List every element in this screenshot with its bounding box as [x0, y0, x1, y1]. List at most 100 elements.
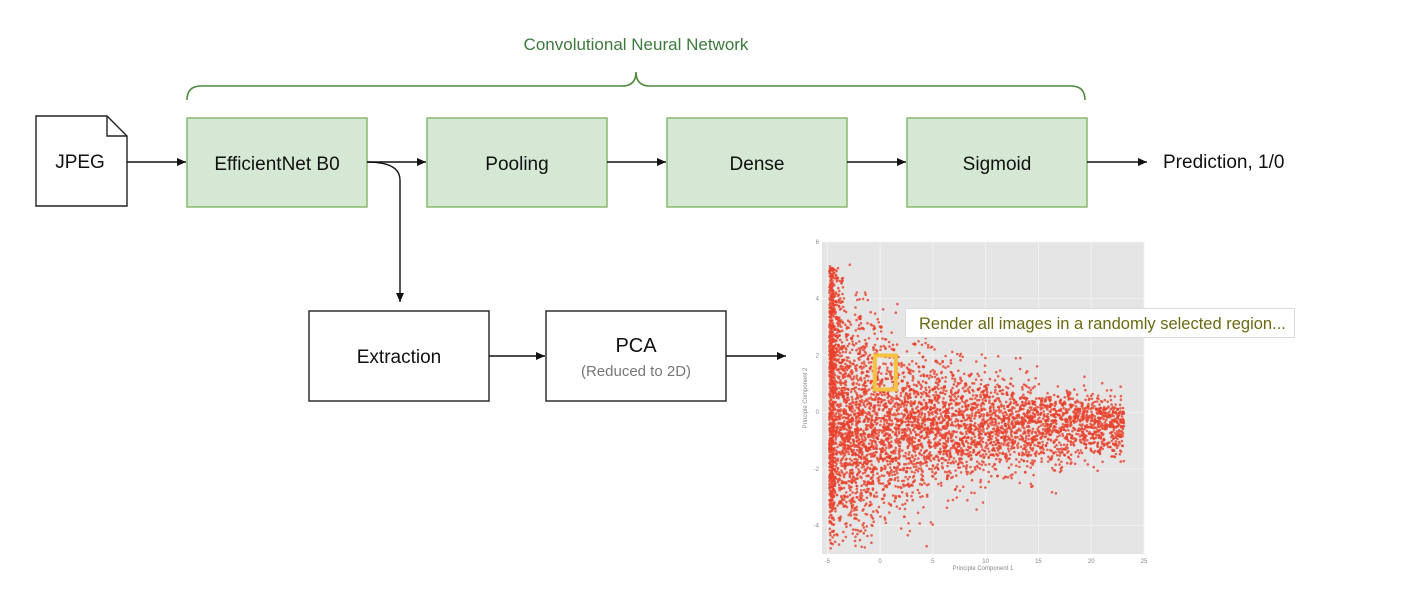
cloud-point [878, 440, 882, 444]
cloud-point [1069, 453, 1073, 456]
cloud-point [992, 408, 996, 412]
cloud-point [887, 424, 891, 427]
cloud-point [1003, 441, 1006, 444]
cloud-point [925, 495, 929, 498]
cloud-point [942, 457, 945, 460]
cloud-point [906, 424, 909, 427]
cloud-point [1061, 412, 1065, 415]
cloud-point [883, 467, 887, 471]
cloud-point [945, 444, 949, 448]
cloud-point [865, 484, 868, 487]
cloud-point [1007, 437, 1011, 441]
cloud-point [845, 404, 848, 408]
cloud-point [913, 430, 917, 434]
cloud-point [959, 431, 962, 434]
cloud-point [917, 433, 921, 436]
cloud-point [964, 399, 968, 403]
cloud-point [1042, 414, 1046, 417]
cloud-point [987, 425, 990, 428]
cloud-point [907, 522, 910, 525]
cloud-point [973, 421, 977, 425]
cloud-point [985, 441, 988, 445]
cloud-point [919, 383, 922, 386]
cloud-point [1096, 423, 1100, 426]
cloud-point [1096, 469, 1099, 473]
cloud-point [883, 402, 887, 406]
cloud-point [1071, 397, 1075, 400]
cloud-point [1006, 435, 1010, 438]
cloud-point [987, 462, 991, 466]
cloud-point [828, 486, 832, 489]
cloud-point [840, 469, 843, 472]
cloud-point [870, 414, 874, 417]
cloud-point [1074, 437, 1078, 441]
cloud-point [832, 327, 835, 331]
cloud-point [858, 394, 862, 397]
cloud-point [970, 397, 974, 401]
cloud-point [832, 533, 836, 537]
cloud-point [1042, 451, 1046, 455]
cloud-point [1117, 411, 1121, 415]
cloud-point [842, 427, 845, 431]
cloud-point [839, 372, 843, 375]
cloud-point [907, 419, 910, 422]
cloud-point [1080, 402, 1084, 406]
cloud-point [835, 386, 838, 389]
cloud-point [899, 391, 903, 395]
cloud-point [875, 491, 878, 494]
cloud-point [850, 378, 854, 381]
cloud-point [1110, 413, 1114, 416]
cloud-point [828, 505, 832, 509]
cloud-point [856, 532, 859, 536]
cloud-point [980, 421, 983, 424]
cloud-point [934, 433, 937, 437]
cloud-point [1116, 437, 1119, 441]
cloud-point [927, 377, 931, 380]
cloud-point [847, 414, 851, 418]
cloud-point [842, 297, 846, 300]
cloud-point [1101, 433, 1104, 437]
cloud-point [967, 416, 971, 419]
cloud-point [851, 491, 854, 494]
cloud-point [944, 442, 947, 446]
cloud-point [933, 370, 936, 373]
cloud-point [1050, 449, 1053, 453]
cloud-point [834, 401, 837, 404]
cloud-point [870, 459, 873, 463]
cloud-point [1040, 460, 1043, 463]
cloud-point [974, 411, 977, 415]
cloud-point [830, 417, 834, 421]
cloud-point [904, 451, 907, 455]
cloud-point [943, 445, 947, 449]
cloud-point [1005, 459, 1009, 463]
cloud-point [955, 485, 959, 488]
cloud-point [1101, 460, 1104, 464]
cloud-point [992, 447, 996, 450]
cloud-point [977, 441, 980, 445]
cloud-point [875, 392, 879, 396]
cnn-brace [186, 71, 1086, 101]
cloud-point [1011, 473, 1014, 476]
cloud-point [1030, 408, 1033, 412]
cloud-point [878, 385, 881, 388]
cloud-point [853, 513, 856, 516]
cloud-point [924, 388, 928, 392]
cloud-point [952, 430, 956, 433]
cloud-point [1069, 417, 1073, 420]
cloud-point [1088, 430, 1091, 434]
cloud-point [1115, 446, 1119, 450]
cloud-point [847, 444, 851, 448]
cloud-point [1117, 414, 1121, 417]
cloud-point [863, 363, 866, 366]
cloud-point [920, 408, 923, 412]
cloud-point [896, 479, 900, 482]
cloud-point [1010, 447, 1013, 450]
cloud-point [842, 437, 846, 440]
cloud-point [881, 467, 884, 470]
cloud-point [863, 380, 867, 383]
cloud-point [996, 383, 999, 387]
cloud-point [851, 434, 855, 437]
cloud-point [1080, 404, 1083, 408]
cloud-point [969, 465, 972, 469]
cloud-point [942, 441, 945, 445]
